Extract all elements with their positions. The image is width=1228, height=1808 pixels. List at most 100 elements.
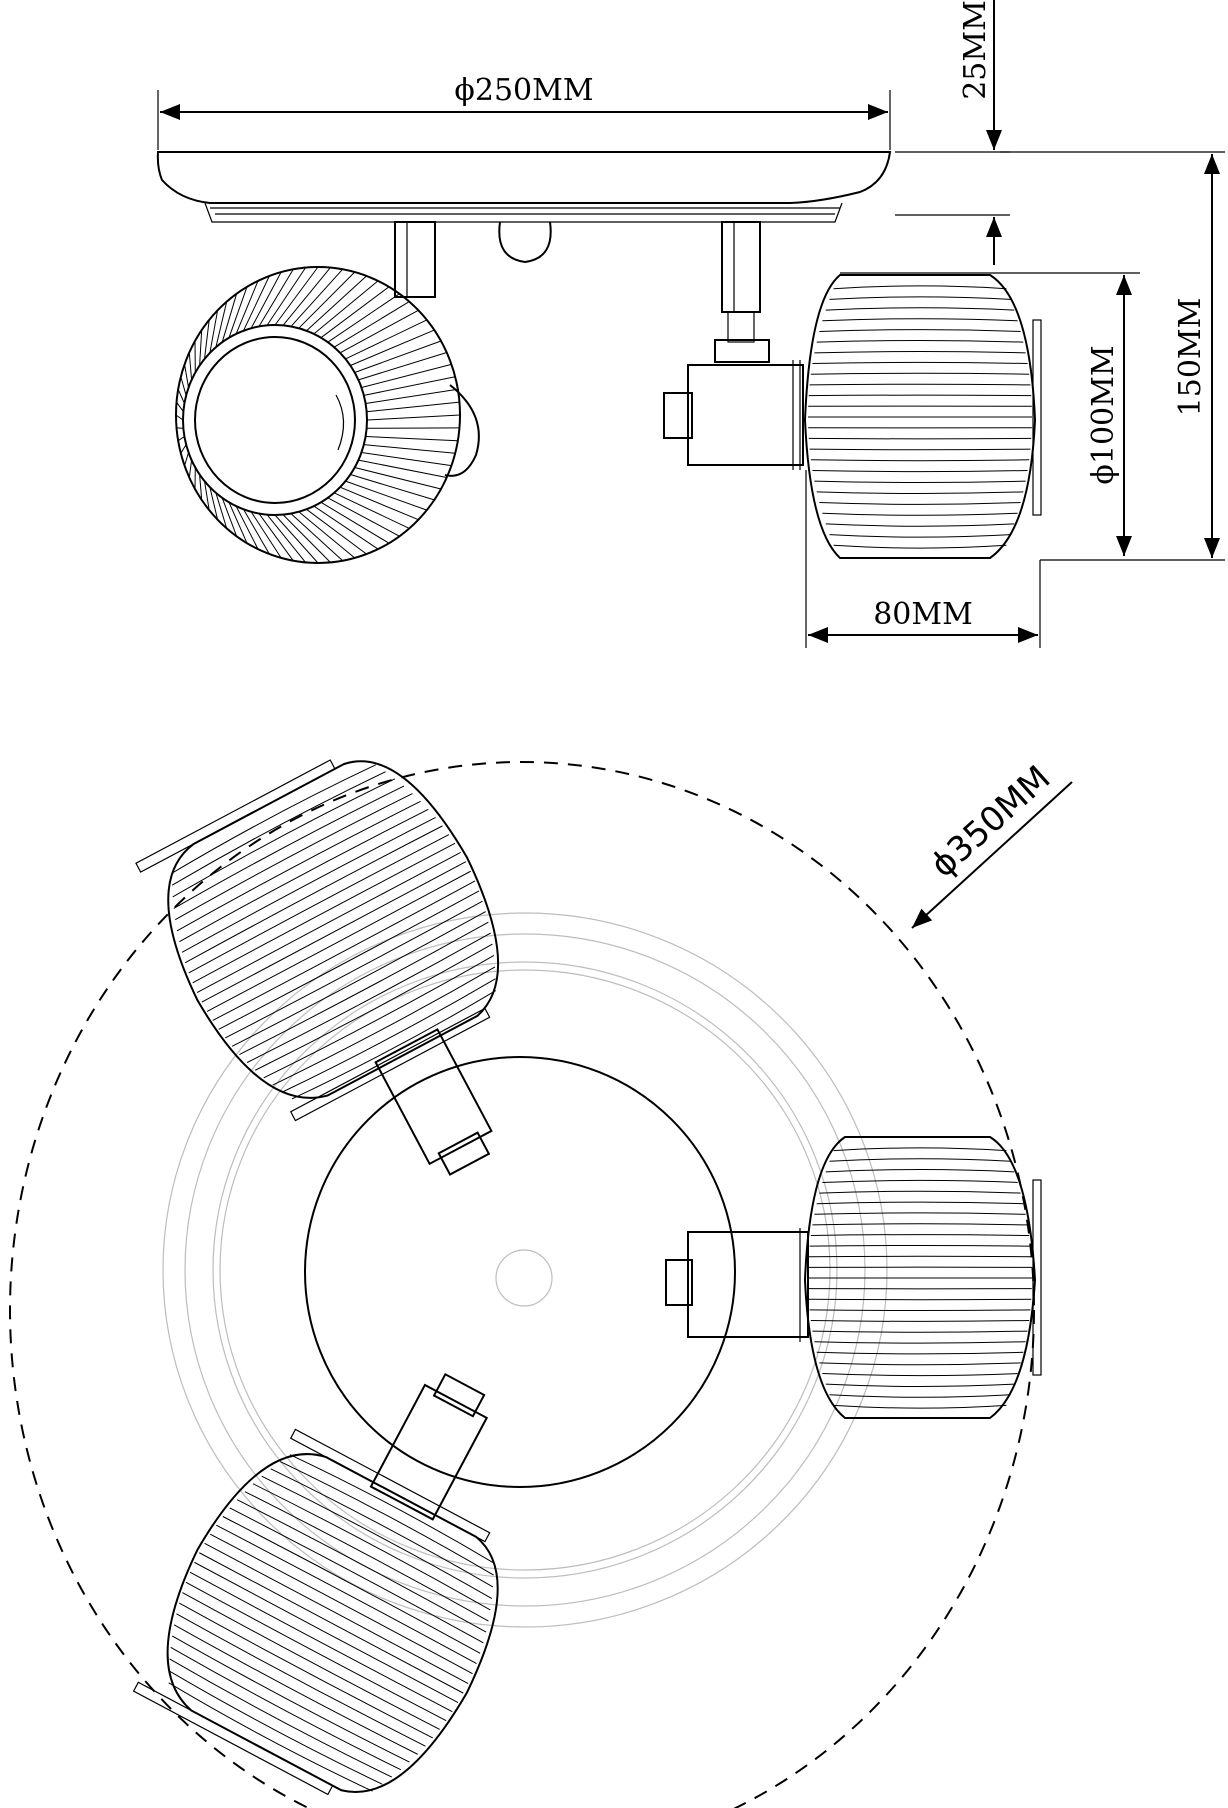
shade-rib	[209, 487, 219, 520]
shade-rib	[812, 361, 1028, 365]
shade-rib	[218, 890, 480, 1030]
shade-rib	[184, 452, 189, 466]
left-arm	[394, 221, 436, 298]
shade-rib	[235, 505, 259, 550]
span-diameter-label: ϕ350MM	[923, 758, 1058, 885]
right-shade	[803, 274, 1042, 559]
shade-rib	[313, 505, 379, 550]
center-knob	[495, 1249, 553, 1307]
shade-rib	[168, 1670, 383, 1785]
shade-rib	[263, 954, 495, 1079]
shade-rib	[221, 497, 238, 537]
right-arm	[714, 221, 770, 363]
shade-rib	[313, 280, 379, 335]
shade-rib	[168, 1682, 373, 1792]
shade-rib	[272, 966, 496, 1086]
shade-rib	[176, 401, 184, 412]
shade-rib	[809, 1309, 1031, 1312]
shade-rib	[327, 497, 400, 537]
shade-rib	[822, 1373, 1018, 1377]
ceiling-plate	[156, 151, 892, 223]
plate-diameter-label: ϕ250MM	[454, 73, 593, 108]
left-shade	[175, 266, 480, 564]
shade-rib	[819, 1190, 1021, 1194]
shade-rib	[814, 1341, 1026, 1344]
shade-rib	[358, 459, 447, 478]
shade-rib	[358, 352, 447, 381]
shade-rib	[810, 1234, 1030, 1237]
canopy-disc	[304, 1056, 736, 1488]
shade-rib	[266, 267, 307, 326]
shade-rib	[320, 286, 390, 339]
shade-rib	[350, 329, 435, 366]
shade-rib	[833, 1147, 1007, 1152]
shade-rib	[171, 764, 376, 874]
shade-rib	[822, 512, 1018, 516]
shade-rib	[809, 448, 1031, 451]
shade-rib	[176, 800, 421, 932]
shade-rib	[228, 502, 248, 544]
shade-rib	[350, 474, 435, 501]
top-lamp-right	[665, 1136, 1042, 1419]
shade-rib	[174, 793, 413, 921]
shade-rib	[270, 1468, 494, 1588]
shade-rib	[306, 508, 367, 555]
shade-rib	[180, 444, 187, 454]
shade-rib	[246, 932, 491, 1063]
shade-rib	[266, 514, 306, 563]
shade-rib	[366, 414, 461, 421]
dimension-shade-depth: 80MM	[805, 470, 1041, 648]
shade-rib	[365, 436, 458, 442]
shade-rib	[244, 1491, 489, 1622]
shade-rib	[194, 1561, 459, 1703]
shade-rib	[345, 480, 427, 511]
shade-rib	[809, 1244, 1031, 1247]
shade-rib	[812, 469, 1028, 473]
shade-rib	[281, 978, 496, 1093]
shade-rib	[206, 870, 471, 1012]
shade-rib	[816, 491, 1024, 494]
shade-rib	[204, 481, 210, 511]
shade-rib	[819, 502, 1021, 505]
shade-rib	[204, 319, 210, 359]
shade-rib	[215, 492, 228, 529]
shade-rib	[243, 509, 270, 555]
shade-rib	[199, 474, 203, 500]
shade-rib	[204, 1542, 469, 1684]
shade-rib	[258, 513, 294, 562]
shade-diameter-label: ϕ100MM	[1086, 345, 1121, 484]
shade-rib	[250, 511, 282, 559]
shade-rib	[196, 851, 461, 994]
dimension-plate-height: 25MM	[895, 0, 1010, 265]
shade-rib	[177, 389, 185, 404]
shade-rib	[181, 817, 436, 953]
shade-rib	[185, 1581, 447, 1722]
shade-rib	[825, 523, 1015, 527]
shade-rib	[282, 267, 331, 326]
shade-rib	[224, 900, 483, 1039]
plate-rings	[162, 912, 888, 1628]
shade-rib	[258, 268, 294, 327]
shade-rib	[833, 285, 1007, 290]
shade-rib	[822, 318, 1018, 322]
shade-rib	[829, 296, 1011, 300]
shade-rib	[810, 372, 1030, 375]
shade-rib	[176, 1613, 426, 1747]
top-view: ϕ350MM	[9, 758, 1073, 1808]
canopy-knob	[498, 221, 552, 264]
shade-rib	[274, 514, 319, 564]
shade-rib	[333, 492, 410, 529]
shade-rib	[261, 1475, 493, 1599]
shade-rib	[216, 1524, 477, 1665]
total-height-label: 150MM	[1173, 298, 1208, 417]
shade-rib	[209, 1533, 473, 1675]
shade-rib	[829, 534, 1011, 538]
shade-rib	[170, 1646, 402, 1771]
shade-rib	[291, 990, 497, 1100]
shade-rib	[178, 1602, 433, 1739]
shade-rib	[814, 480, 1026, 484]
plate-height-label: 25MM	[958, 0, 993, 100]
top-lamp-upper-left	[135, 759, 500, 1176]
shade-rib	[816, 1351, 1024, 1355]
shade-rib	[363, 444, 456, 454]
